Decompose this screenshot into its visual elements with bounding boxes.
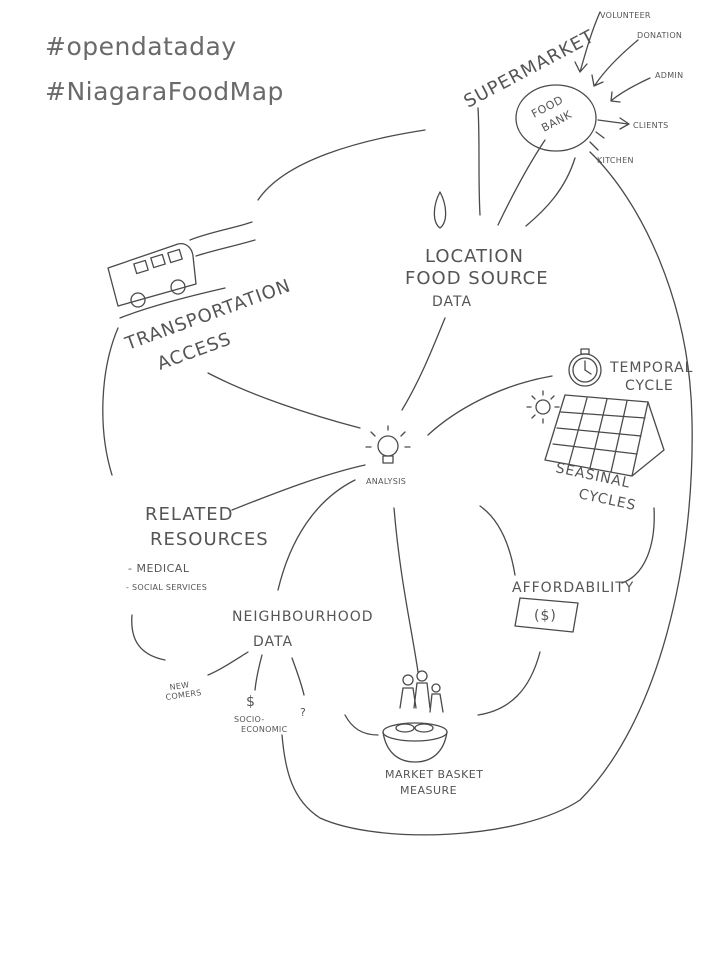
spoke-transport-analysis	[207, 372, 361, 429]
affordability-sign-label: ($)	[534, 608, 557, 624]
medical-label: - MEDICAL	[128, 562, 190, 575]
line-foodbank-location-2	[525, 157, 576, 227]
calendar-icon	[544, 394, 665, 477]
branch-question	[291, 657, 305, 696]
stopwatch-icon	[568, 348, 602, 387]
donation-label: DONATION	[637, 31, 682, 40]
spoke-location-analysis	[401, 317, 446, 411]
location-label-3: DATA	[432, 294, 472, 310]
socio-label: SOCIO-	[234, 715, 265, 724]
line-affordability-seasonal	[621, 507, 655, 584]
temporal-label: TEMPORAL	[609, 360, 693, 376]
arrow-clients-line	[597, 119, 629, 125]
arrow-donation-head	[591, 74, 604, 87]
supermarket-label: SUPERMARKET	[460, 26, 598, 113]
arc-right-bottom	[281, 151, 693, 836]
family-icon	[399, 670, 444, 713]
arc-left	[102, 327, 119, 476]
arrow-volunteer-line	[579, 11, 601, 73]
bus-icon	[107, 221, 256, 319]
social-services-label: - SOCIAL SERVICES	[126, 583, 207, 592]
spoke-analysis-resources	[231, 464, 366, 511]
neighbourhood-label: NEIGHBOURHOOD	[232, 609, 374, 625]
cycle-label: CYCLE	[625, 378, 674, 394]
neighbourhood-data-label: DATA	[253, 634, 293, 650]
affordability-label: AFFORDABILITY	[512, 580, 634, 596]
branch-socio	[254, 654, 263, 691]
branch-newcomers	[207, 651, 249, 676]
branch-to-basket	[344, 714, 379, 736]
arrow-admin-line	[611, 77, 651, 101]
measure-label: MEASURE	[400, 784, 457, 797]
arrow-clients-head	[619, 117, 630, 130]
spoke-analysis-affordability	[479, 505, 516, 576]
dollar-label: $	[246, 694, 256, 710]
economic-label: ECONOMIC	[241, 725, 288, 734]
hashtag-opendataday: #opendataday	[45, 32, 237, 61]
lightbulb-icon	[365, 425, 411, 464]
arc-lower-left	[131, 614, 166, 661]
market-basket-label: MARKET BASKET	[385, 768, 483, 781]
location-label-1: LOCATION	[425, 246, 524, 267]
arrow-kitchen-line	[589, 141, 599, 151]
seasonal-label: SEASINAL	[554, 460, 632, 491]
line-supermarket-location	[477, 107, 481, 216]
spoke-analysis-neighbourhood	[277, 479, 356, 591]
arrow-volunteer-head	[574, 61, 588, 73]
arc-top	[257, 129, 426, 201]
spoke-analysis-basket	[393, 507, 419, 673]
question-label: ?	[300, 706, 306, 719]
arrow-kitchen-short	[595, 131, 605, 139]
location-label-2: FOOD SOURCE	[405, 268, 549, 289]
location-pin-icon	[433, 191, 447, 229]
volunteer-label: VOLUNTEER	[600, 11, 651, 20]
clients-label: CLIENTS	[633, 121, 669, 130]
sun-icon	[526, 390, 560, 424]
resources-label: RESOURCES	[150, 529, 269, 550]
kitchen-label: KITCHEN	[597, 156, 634, 165]
food-bank-circle	[515, 84, 597, 152]
line-foodbank-location-1	[497, 139, 546, 226]
hashtag-niagarafoodmap: #NiagaraFoodMap	[45, 77, 284, 106]
price-sign-icon	[514, 597, 579, 633]
related-label: RELATED	[145, 504, 233, 525]
spoke-temporal-analysis	[427, 375, 553, 436]
analysis-label: ANALYSIS	[366, 477, 406, 486]
line-affordability-basket	[477, 651, 541, 716]
arrow-donation-line	[594, 39, 639, 86]
connector-lines	[102, 11, 693, 836]
arrow-admin-head	[610, 91, 621, 103]
basket-icon	[382, 722, 448, 763]
admin-label: ADMIN	[655, 71, 683, 80]
newcomers-label-1: NEW	[169, 680, 190, 692]
